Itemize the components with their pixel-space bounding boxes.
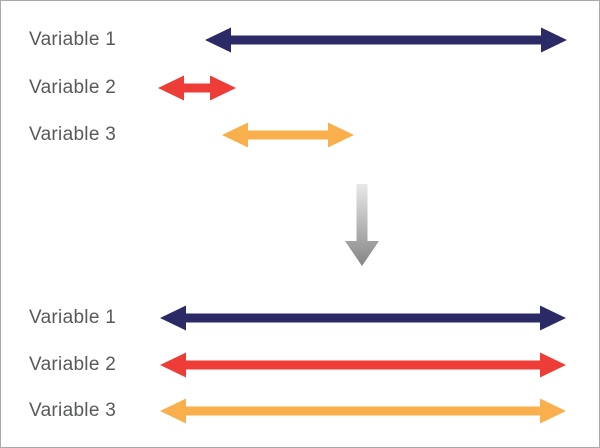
variable-2-label-bottom: Variable 2: [29, 354, 117, 375]
variable-1-label-bottom: Variable 1: [29, 307, 117, 328]
range-arrow-top-3: [222, 122, 354, 148]
range-arrow-bottom-1: [160, 305, 566, 331]
variable-1-label-top: Variable 1: [29, 29, 117, 50]
variable-3-label-bottom: Variable 3: [29, 400, 117, 421]
range-arrow-top-1: [205, 27, 567, 53]
range-arrow-bottom-2: [160, 352, 566, 378]
variable-2-label-top: Variable 2: [29, 77, 117, 98]
variable-3-label-top: Variable 3: [29, 124, 117, 145]
range-arrow-bottom-3: [160, 398, 566, 424]
range-arrow-top-2: [158, 75, 236, 101]
down-arrow-icon: [345, 184, 379, 266]
